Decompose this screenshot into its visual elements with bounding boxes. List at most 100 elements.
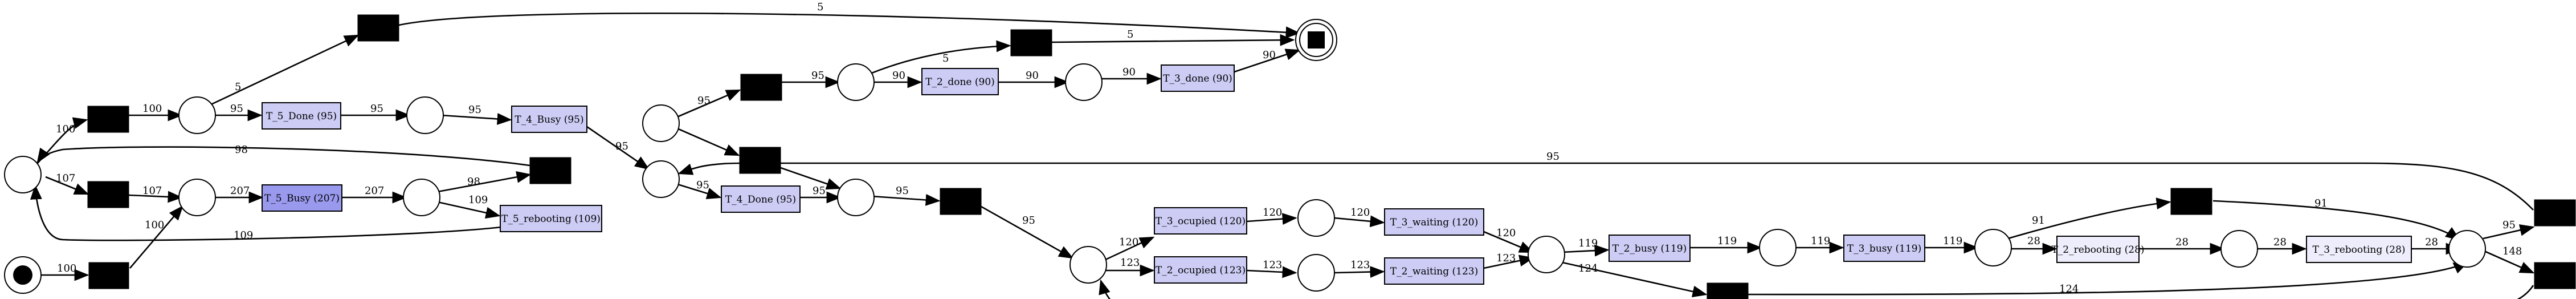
arc-p6-to-silent-h (675, 127, 740, 156)
transition-t5-rebooting: T_5_rebooting (109) (500, 205, 602, 232)
silent-transition (940, 188, 982, 215)
edge-label: 98 (235, 144, 248, 156)
transition-label: T_2_done (90) (925, 76, 995, 88)
edge-label: 120 (1496, 227, 1516, 239)
place-p16 (1974, 229, 2012, 266)
arc-p0-to-silent-e (207, 34, 360, 107)
edge-label: 28 (2425, 236, 2438, 248)
edge-label: 91 (2314, 197, 2328, 209)
place-p9 (1065, 63, 1103, 101)
transition-label: T_3_rebooting (28) (2312, 244, 2405, 256)
end-stop-icon (1308, 31, 1325, 49)
arc-p1-to-silent-b (45, 176, 89, 195)
edge-label: 28 (2175, 236, 2189, 248)
arc-p2-to-t4busy (440, 113, 512, 125)
places (4, 19, 2486, 294)
edge-label: 90 (1122, 66, 1136, 78)
arc-silent-f-to-p1 (36, 146, 530, 167)
place-p7 (642, 160, 680, 198)
edge-label: 98 (467, 176, 480, 188)
edge-label: 123 (1120, 257, 1140, 269)
arc-p8-to-silent-i (871, 40, 1011, 74)
transition-t2-done: T_2_done (90) (921, 68, 999, 95)
edge-label: 109 (234, 229, 253, 241)
arc-silent-e-to-end (398, 12, 1301, 39)
arc-p14-to-silent-l (1562, 261, 1708, 298)
transition-label: T_4_Done (95) (725, 194, 796, 205)
arc-p11-to-t3ocu (1104, 236, 1155, 261)
edge-label: 109 (468, 194, 488, 206)
transition-t2-busy: T_2_busy (119) (1609, 235, 1691, 262)
edge-label: 91 (2032, 215, 2045, 227)
edge-label: 107 (142, 185, 162, 197)
edge-label: 95 (696, 179, 709, 191)
transition-t3-done: T_3_done (90) (1161, 64, 1235, 92)
place-p11 (1069, 246, 1107, 284)
transition-label: T_5_rebooting (109) (501, 213, 601, 225)
edge-label: 95 (230, 103, 243, 115)
arcs (30, 12, 2535, 299)
silent-transition (2534, 199, 2576, 227)
transition-label: T_4_Busy (95) (515, 114, 583, 126)
labelled-transitions: T_5_Done (95) T_4_Busy (95) T_5_Busy (20… (262, 64, 2412, 285)
transition-label: T_5_Done (95) (266, 111, 337, 122)
transition-label: T_2_ocupied (123) (1156, 265, 1246, 276)
silent-transitions (87, 14, 2576, 299)
transition-t5-done: T_5_Done (95) (262, 102, 341, 130)
silent-transition (1010, 29, 1052, 56)
silent-transition (2534, 262, 2576, 289)
edge-label: 5 (942, 52, 949, 64)
arc-silent-i-to-end (1051, 34, 1295, 46)
arc-t5reb-to-p1 (30, 184, 502, 241)
arc-p18-to-silent-m (2483, 224, 2535, 240)
edge-label: 100 (142, 103, 162, 115)
edge-label: 95 (811, 70, 824, 82)
transition-t3-waiting: T_3_waiting (120) (1384, 208, 1484, 236)
transition-t2-waiting: T_2_waiting (123) (1384, 257, 1484, 285)
edge-label: 5 (235, 81, 241, 93)
edge-label: 90 (1263, 49, 1276, 61)
edge-label: 5 (817, 1, 823, 13)
edge-label: 95 (697, 95, 711, 107)
transition-t4-done: T_4_Done (95) (721, 185, 801, 213)
transition-t5-busy: T_5_Busy (207) (262, 184, 342, 212)
place-p0 (178, 96, 216, 134)
silent-transition (740, 74, 782, 101)
edge-label: 120 (1119, 236, 1138, 248)
edge-label: 28 (2027, 235, 2040, 247)
arc-p14-to-t2busy (1562, 244, 1610, 257)
edge-label: 207 (365, 185, 384, 197)
place-p8 (837, 63, 875, 101)
place-p12 (1297, 199, 1335, 237)
arc-t4busy-to-p7 (586, 126, 650, 170)
edge-label: 100 (57, 262, 76, 274)
arc-silent-h-to-p10 (780, 167, 842, 190)
arc-p7-to-t4done (675, 183, 722, 200)
edge-label: 107 (56, 172, 75, 184)
silent-transition (529, 157, 571, 184)
silent-transition (88, 262, 129, 289)
transition-label: T_5_Busy (207) (264, 193, 340, 204)
edge-label: 5 (1127, 29, 1133, 41)
place-p17 (2220, 230, 2258, 268)
place-p15 (1759, 229, 1797, 266)
place-p14 (1528, 236, 1565, 273)
transition-label: T_3_busy (119) (1847, 243, 1921, 254)
edge-label: 119 (1717, 235, 1737, 247)
arc-labels: 100 100 107 107 207 207 100 98 109 109 9… (56, 1, 2522, 295)
place-p5 (403, 179, 440, 216)
arc-t3wait-to-p14 (1483, 231, 1534, 253)
place-p6 (642, 104, 680, 142)
edge-label: 124 (1578, 262, 1598, 274)
arc-p6-to-silent-g (675, 89, 741, 119)
place-p13 (1297, 254, 1335, 292)
arc-p13-to-t2wait (1334, 266, 1385, 278)
silent-transition (2170, 188, 2212, 215)
edge-label: 28 (2273, 236, 2287, 248)
edge-label: 123 (1350, 259, 1370, 271)
edge-label: 120 (1263, 207, 1282, 219)
edge-label: 119 (1811, 235, 1830, 247)
arc-silent-b-to-p4 (128, 191, 183, 203)
edge-label: 100 (145, 219, 164, 231)
